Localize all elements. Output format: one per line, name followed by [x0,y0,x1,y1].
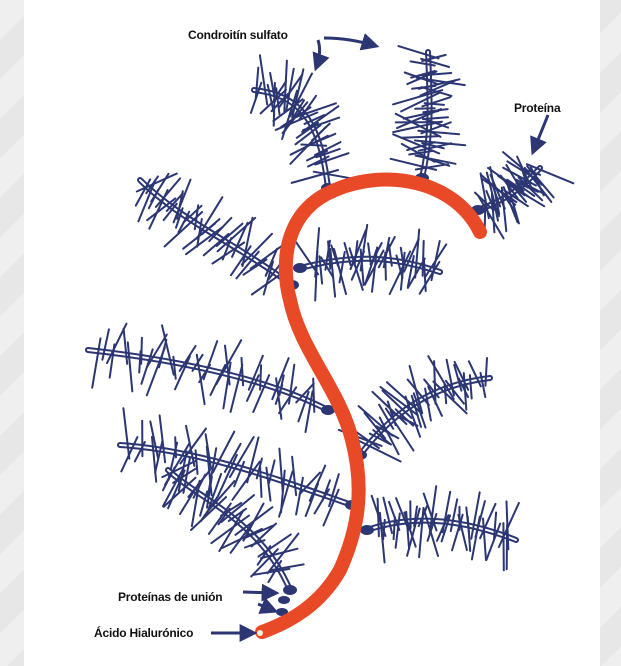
chondroitin-chain [367,486,519,570]
sulfate-strand [402,136,438,138]
sulfate-strand [160,415,166,462]
sulfate-strand [260,55,267,104]
sulfate-strand [407,509,420,556]
arrow-condroitin-down [316,40,320,68]
sulfate-strand [394,517,395,539]
sulfate-strand [416,156,456,164]
sulfate-strand [123,408,129,458]
sulfate-strand [231,365,243,412]
sulfate-strand [468,517,471,552]
link-protein [278,596,290,604]
backbone-end-dot [257,630,263,636]
sulfate-strand [398,46,438,58]
chondroitin-chain [251,55,362,188]
chondroitin-chain [294,225,446,301]
chondroitin-chain [136,174,292,295]
sulfate-strand [485,199,486,230]
sulfate-strand [292,457,296,495]
sulfate-strand [124,329,128,364]
sulfate-strand [471,492,479,538]
label-proteinas-de-union: Proteínas de unión [118,590,222,604]
sulfate-strand [458,515,467,550]
label-condroitin-sulfato: Condroitín sulfato [188,28,288,42]
sulfate-strand [274,83,275,126]
sulfate-strand [92,338,100,387]
chondroitin-chain [391,46,466,178]
label-acido-hialuronico: Ácido Hialurónico [94,626,193,640]
sulfate-strand [128,342,133,391]
arrow-proteinas-union-1 [243,592,276,593]
link-protein [293,263,307,273]
sulfate-strand [147,348,165,396]
sulfate-strand [242,358,244,385]
label-proteina: Proteína [514,101,560,115]
chondroitin-chain [475,152,573,238]
link-protein [283,585,297,595]
arrow-condroitin-right [324,38,376,46]
chondroitin-chain [120,408,352,525]
sulfate-strand [361,225,368,271]
sulfate-strand [391,159,437,170]
sulfate-strand [139,351,140,372]
chondroitin-sulfate-chains [88,46,573,590]
sulfate-strand [415,108,435,109]
arrow-proteina [533,115,548,152]
sulfate-strand [266,468,270,501]
sulfate-strand [279,449,282,493]
sulfate-strand [485,358,487,386]
sulfate-strand [260,365,261,389]
sulfate-strand [110,344,115,377]
link-protein [360,525,374,535]
chondroitin-chain [339,356,490,461]
sulfate-strand [301,145,326,146]
arrow-proteinas-union-2 [258,604,275,611]
hyaluronic-acid-backbone [262,180,480,632]
sulfate-strand [260,466,261,497]
